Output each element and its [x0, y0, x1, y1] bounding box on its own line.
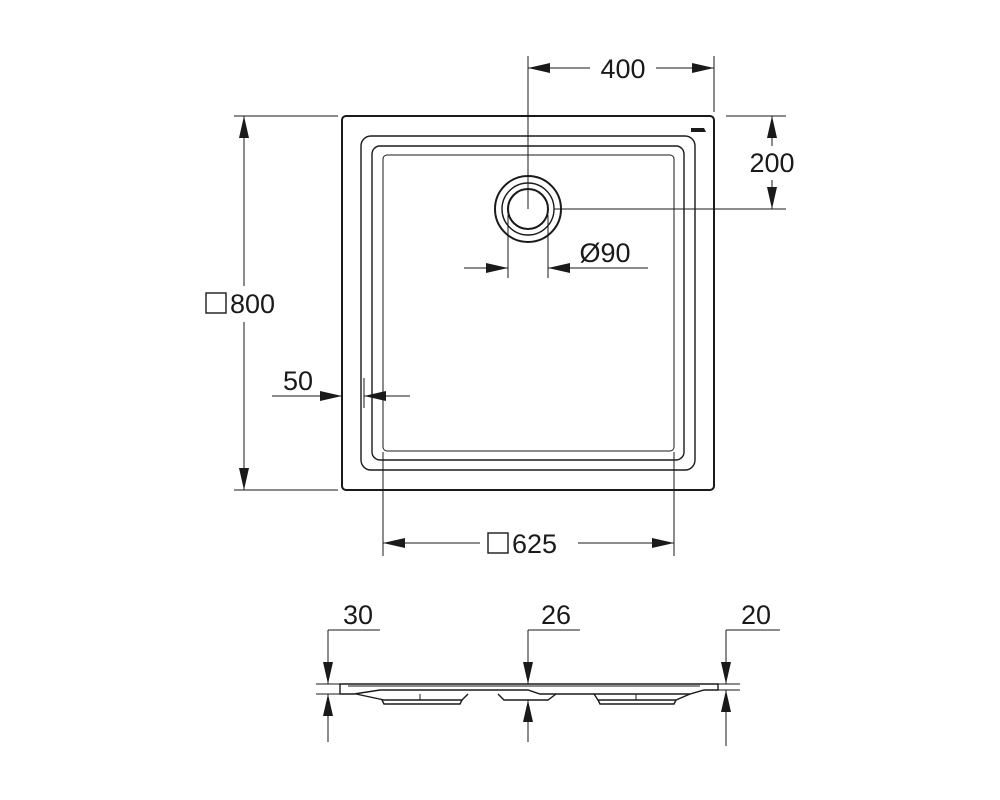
dim-400-label: 400	[600, 54, 645, 84]
dim-rim-width: 50	[272, 366, 410, 401]
tray-side-profile	[316, 683, 740, 705]
dim-drain-offset-y: 200	[554, 115, 795, 210]
square-symbol-icon-2	[487, 532, 509, 554]
dim-200-label: 200	[749, 148, 794, 178]
dim-profile-center: 26	[523, 600, 580, 742]
dim-50-label: 50	[283, 366, 313, 396]
dim-diameter-label: Ø90	[579, 238, 630, 268]
dim-26-label: 26	[541, 600, 571, 630]
dim-profile-left: 30	[323, 600, 380, 742]
dim-20-label: 20	[741, 600, 771, 630]
dim-800-label: 800	[230, 289, 275, 319]
dim-625-label: 625	[512, 529, 557, 559]
dim-outer-side: 800	[205, 115, 338, 491]
tray-logo-mark	[691, 128, 706, 132]
dim-drain-diameter: Ø90	[464, 215, 648, 278]
square-symbol-icon	[205, 292, 227, 314]
dim-drain-offset-x: 400	[527, 54, 715, 209]
dim-30-label: 30	[343, 600, 373, 630]
dim-inner-side: 625	[382, 452, 675, 559]
dim-profile-right: 20	[721, 600, 780, 746]
